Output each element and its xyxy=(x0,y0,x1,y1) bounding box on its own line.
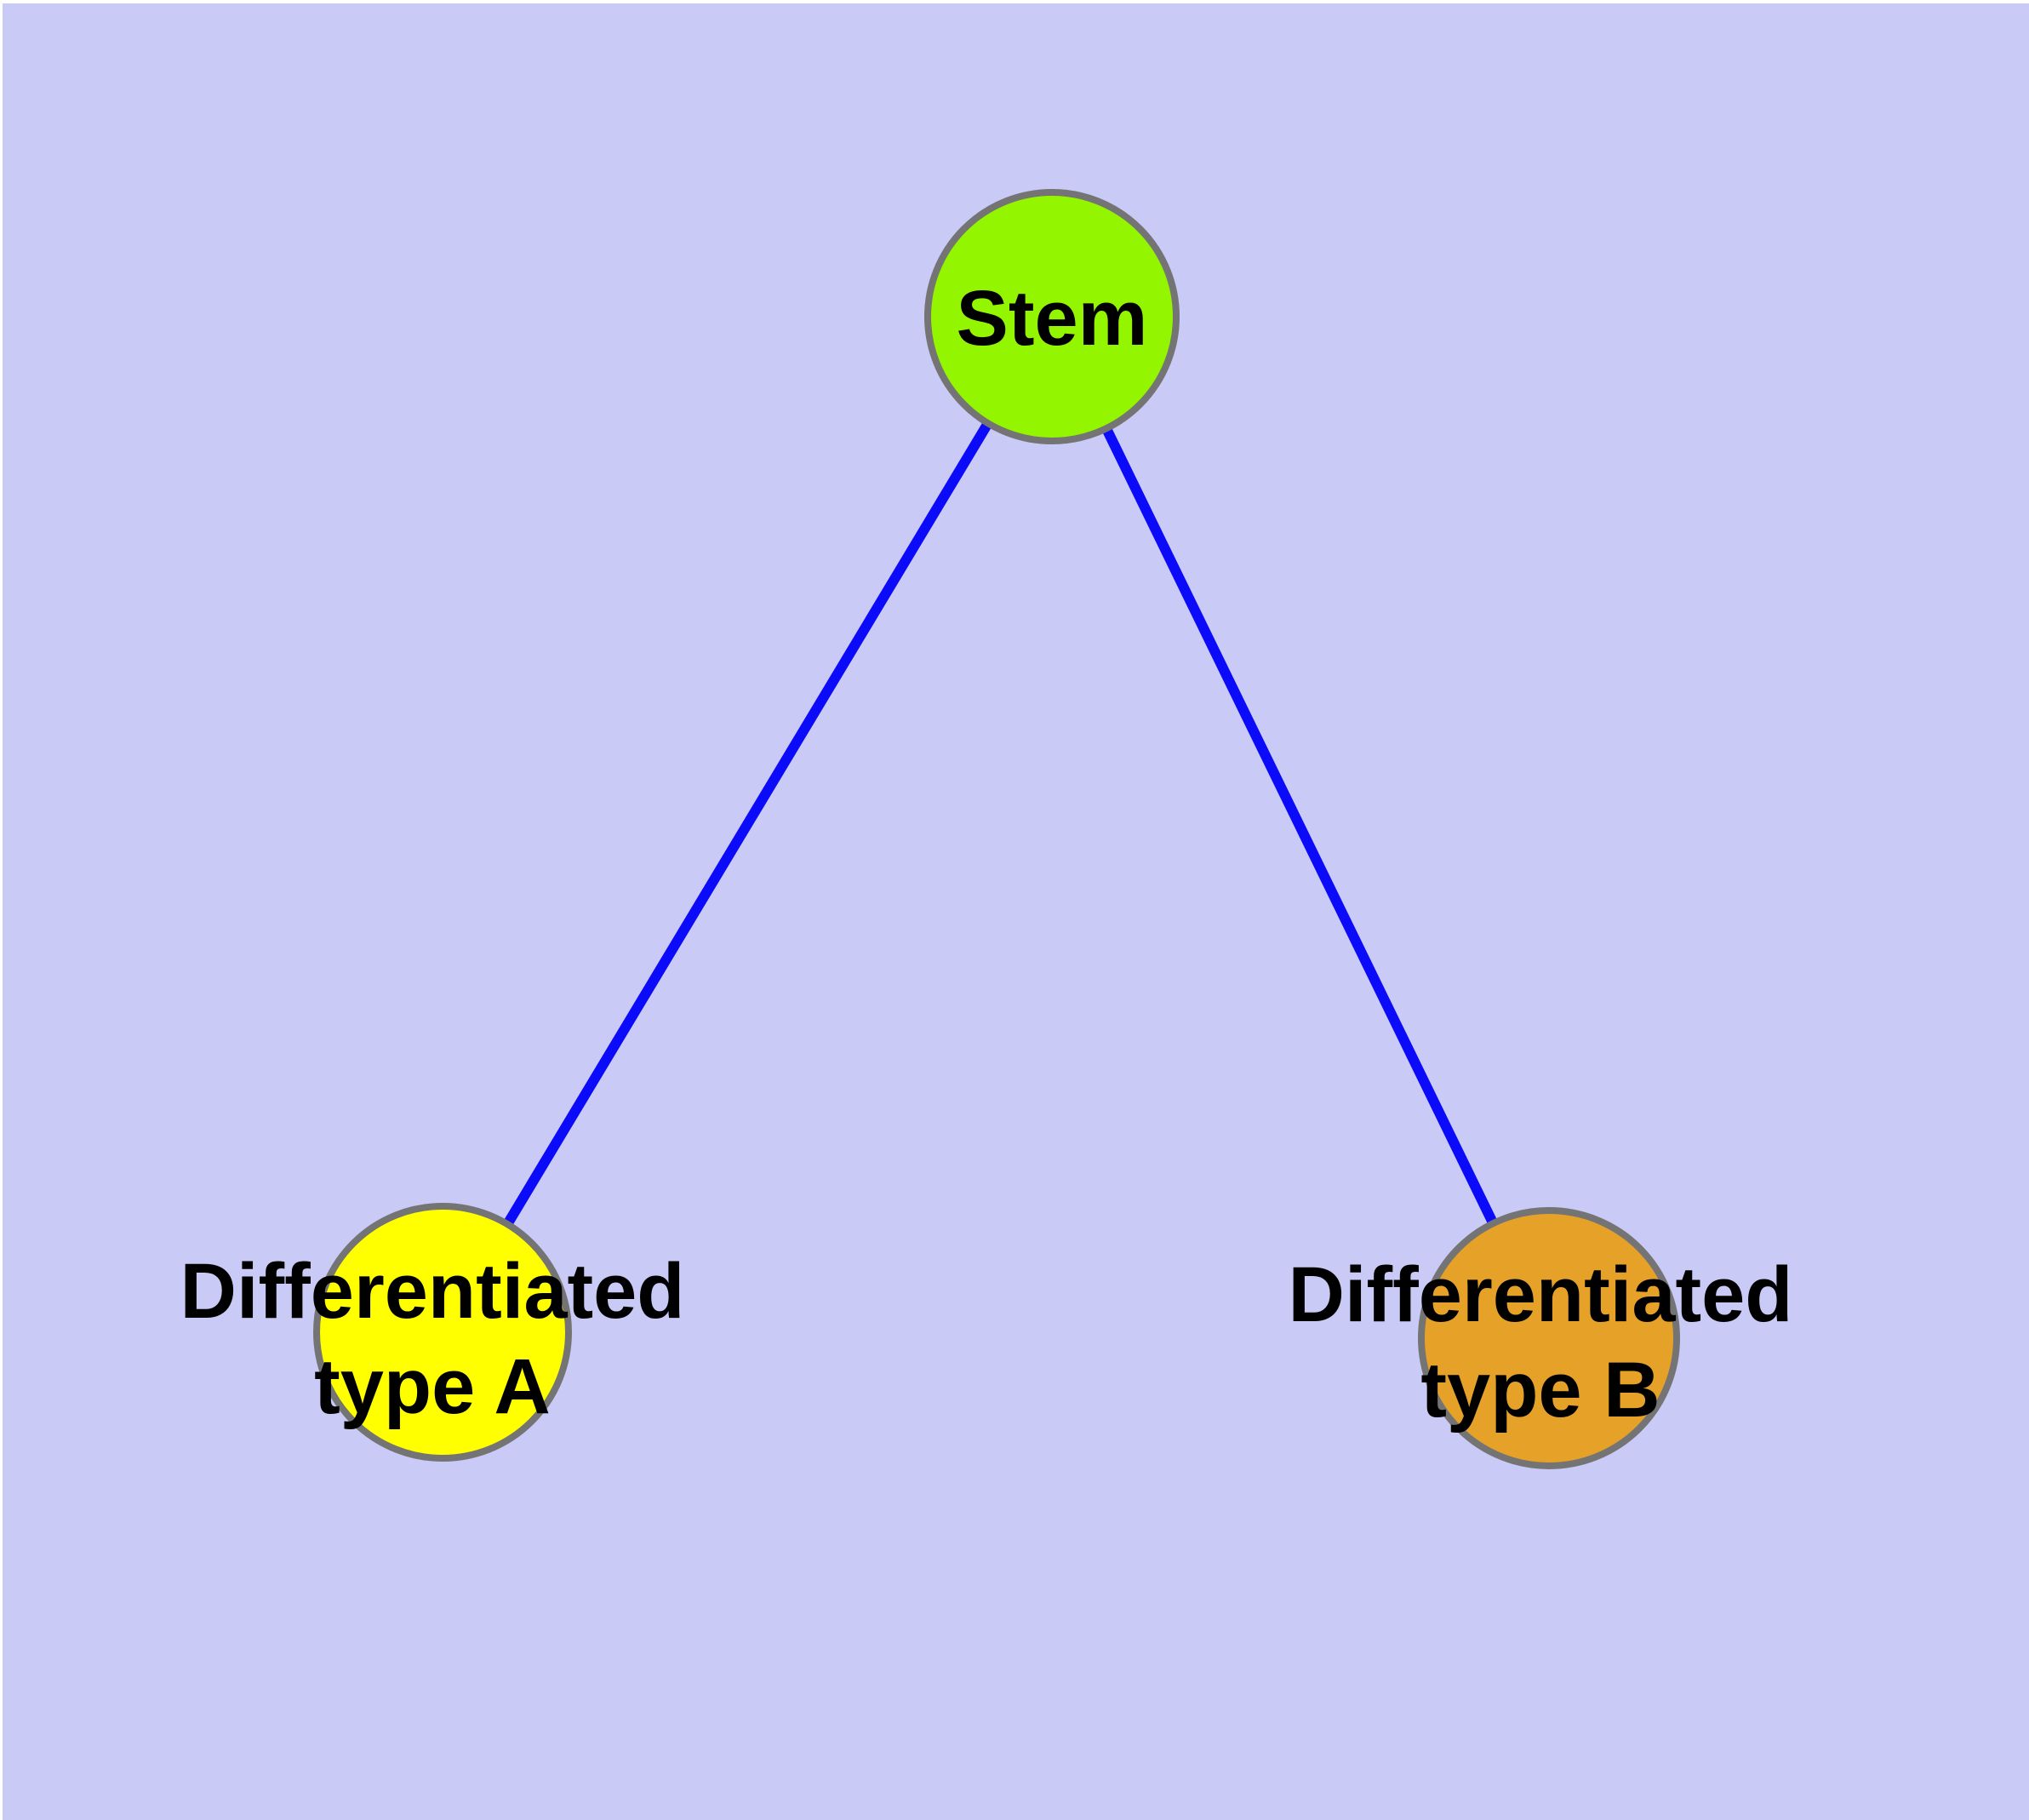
node-differentiated-type-b xyxy=(1418,1207,1680,1469)
edge-stem-to-type-b xyxy=(1047,314,1554,1341)
node-type-a-label-line2: type A xyxy=(314,1343,551,1430)
nodes xyxy=(313,189,1680,1469)
node-labels: Stem Differentiated type A Differentiate… xyxy=(180,275,1793,1434)
node-stem-label: Stem xyxy=(957,275,1148,362)
node-type-b-label-line1: Differentiated xyxy=(1289,1251,1793,1338)
node-stem xyxy=(924,189,1180,444)
node-type-b-label-line2: type B xyxy=(1420,1347,1660,1434)
edge-stem-to-type-a xyxy=(437,313,1057,1336)
edges xyxy=(437,313,1554,1341)
node-differentiated-type-a xyxy=(313,1203,572,1462)
node-type-a-label-line1: Differentiated xyxy=(180,1248,685,1335)
